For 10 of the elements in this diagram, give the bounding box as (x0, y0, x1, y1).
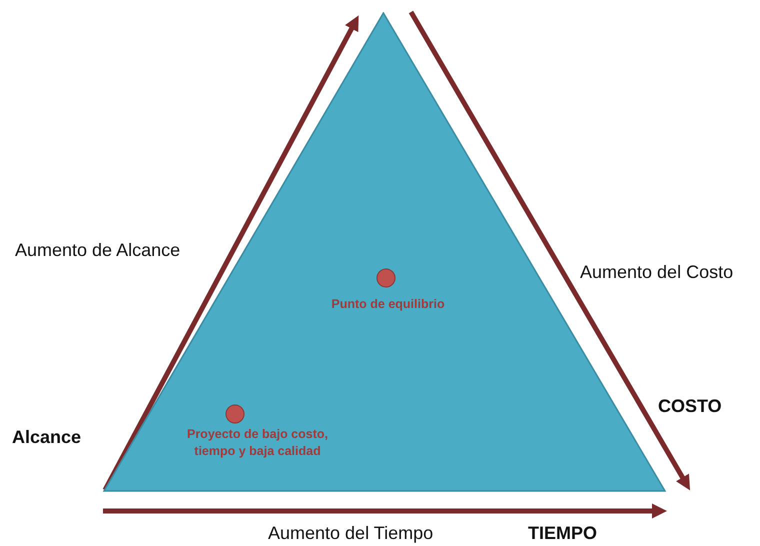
point-label: Proyecto de bajo costo, tiempo y baja calidad (186, 426, 329, 460)
axis-title: COSTO (658, 397, 722, 417)
axis-title: Alcance (12, 428, 82, 448)
axis-title: TIEMPO (528, 524, 598, 544)
point-dot (225, 404, 245, 424)
axis-label: Aumento del Costo (580, 263, 734, 283)
axis-label: Aumento del Tiempo (268, 524, 434, 544)
point-label: Punto de equilibrio (330, 296, 446, 313)
axis-label: Aumento de Alcance (15, 241, 180, 261)
point-dot (376, 268, 396, 288)
